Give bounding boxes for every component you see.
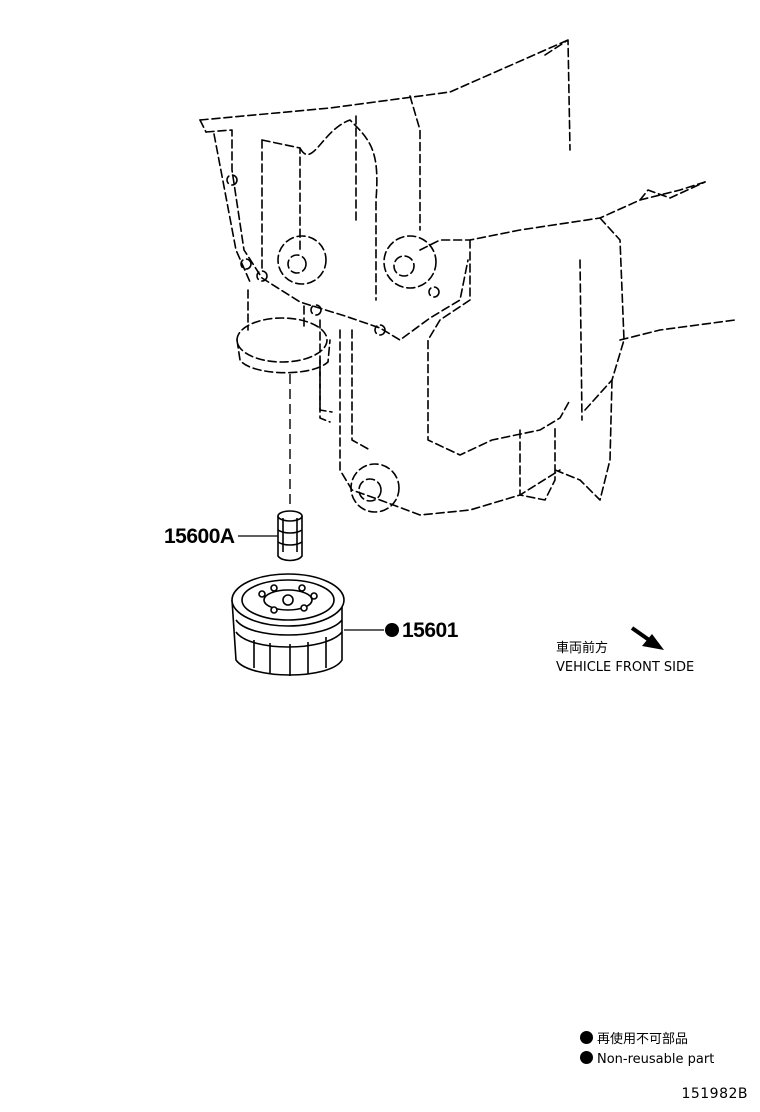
legend-jp: 再使用不可部品 [580,1031,688,1046]
direction-label-jp: 車両前方 [556,641,609,656]
legend-jp-text: 再使用不可部品 [597,1032,689,1047]
non-reusable-bullet [385,623,399,637]
illustration-id: 151982B [681,1086,748,1102]
front-direction-arrow-icon [630,626,664,650]
engine-block-oil-pan [199,39,736,516]
oil-filter-part [231,573,345,676]
union-bolt-part [277,510,303,562]
legend-bullet-icon [580,1051,593,1064]
direction-label-en: VEHICLE FRONT SIDE [556,660,695,675]
legend-bullet-icon [580,1031,593,1044]
part-number-15601: 15601 [402,619,458,642]
part-number-15600A: 15600A [164,525,235,548]
legend-en-text: Non-reusable part [597,1052,715,1067]
legend-en: Non-reusable part [580,1051,714,1066]
